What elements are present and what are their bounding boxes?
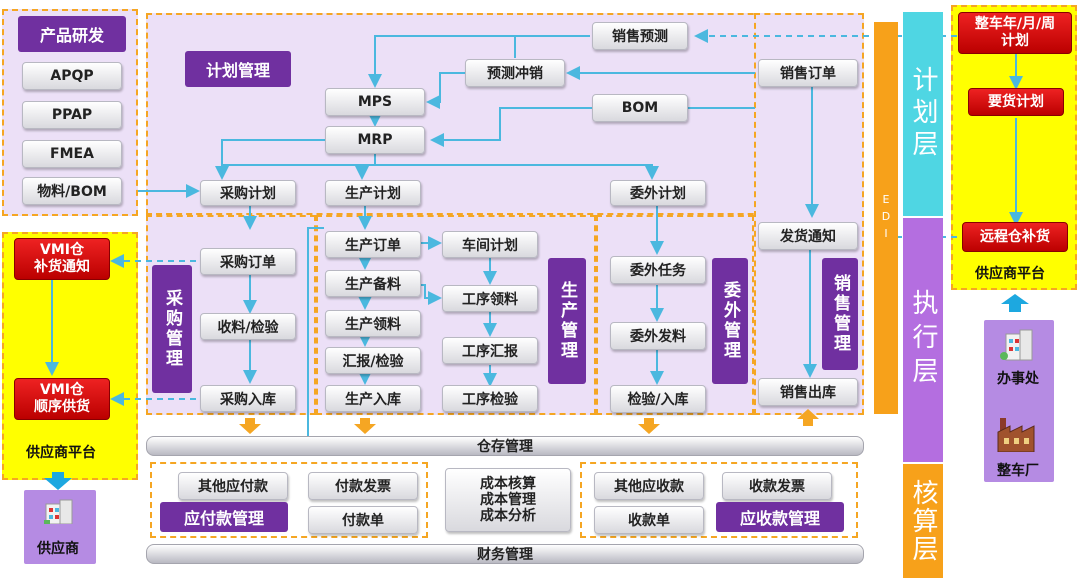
receivable-zone [580,462,858,538]
payment-invoice-box[interactable]: 付款发票 [308,472,418,500]
receipt-slip-box[interactable]: 收款单 [594,506,704,534]
outsourcing-label: 委外管理 [712,258,748,384]
outsourcing-label-text: 委外管理 [720,281,740,361]
vehicle-plan-box[interactable]: 整车年/月/周 计划 [958,12,1072,54]
payment-slip-box[interactable]: 付款单 [308,506,418,534]
vmi-sequence-box[interactable]: VMI仓 顺序供货 [14,378,110,420]
plan-layer-text: 计划层 [908,66,938,162]
purchase-inbound-box[interactable]: 采购入库 [200,385,296,412]
rnd-label: 产品研发 [18,16,126,52]
edi-label: EDI [879,192,893,244]
other-receivable-box[interactable]: 其他应收款 [594,472,704,500]
left-platform-label: 供应商平台 [26,445,96,461]
supplier-label: 供应商 [37,541,79,557]
remote-replenish-box[interactable]: 远程仓补货 [962,222,1068,252]
production-inbound-box[interactable]: 生产入库 [325,385,421,412]
apqp-box[interactable]: APQP [22,62,122,90]
forecast-offset-box[interactable]: 预测冲销 [465,59,565,87]
inspect-inbound-box[interactable]: 检验/入库 [610,385,706,413]
exec-layer: 执行层 [903,218,943,462]
sales-label-text: 销售管理 [830,274,850,354]
account-layer: 核算层 [903,464,943,578]
delivery-notice-box[interactable]: 发货通知 [758,222,858,250]
workshop-plan-box[interactable]: 车间计划 [442,231,538,258]
finance-bar[interactable]: 财务管理 [146,544,864,564]
receipt-invoice-box[interactable]: 收款发票 [722,472,832,500]
production-order-box[interactable]: 生产订单 [325,231,421,258]
planning-label: 计划管理 [185,51,291,87]
exec-layer-text: 执行层 [908,289,938,391]
report-inspect-box[interactable]: 汇报/检验 [325,347,421,374]
production-prepare-box[interactable]: 生产备料 [325,270,421,297]
purchase-order-box[interactable]: 采购订单 [200,248,296,275]
factory-label: 整车厂 [997,463,1039,479]
process-pick-box[interactable]: 工序领料 [442,285,538,312]
outsource-issue-box[interactable]: 委外发料 [610,322,706,350]
mps-box[interactable]: MPS [325,88,425,116]
mrp-box[interactable]: MRP [325,126,425,154]
supplier-building-icon [44,498,74,525]
purchasing-label: 采购管理 [152,265,192,393]
ppap-box[interactable]: PPAP [22,101,122,129]
payable-label: 应付款管理 [160,502,288,532]
receivable-label: 应收款管理 [716,502,844,532]
outsource-plan-box[interactable]: 委外计划 [610,180,706,206]
purchase-plan-box[interactable]: 采购计划 [200,180,296,206]
plan-layer: 计划层 [903,12,943,216]
vmi-replenish-box[interactable]: VMI仓 补货通知 [14,238,110,280]
edi-strip: EDI [874,22,898,414]
demand-plan-box[interactable]: 要货计划 [968,88,1064,116]
bom-box[interactable]: BOM [592,94,688,122]
production-pick-box[interactable]: 生产领料 [325,310,421,337]
office-building-icon [1000,328,1036,362]
other-payable-box[interactable]: 其他应付款 [178,472,288,500]
production-plan-box[interactable]: 生产计划 [325,180,421,206]
sales-outbound-box[interactable]: 销售出库 [758,378,858,406]
production-label-text: 生产管理 [557,281,577,361]
purchasing-label-text: 采购管理 [162,289,182,369]
cost-box[interactable]: 成本核算 成本管理 成本分析 [445,468,571,532]
warehouse-bar[interactable]: 仓存管理 [146,436,864,456]
outsource-task-box[interactable]: 委外任务 [610,256,706,284]
process-report-box[interactable]: 工序汇报 [442,337,538,364]
sales-order-box[interactable]: 销售订单 [758,59,858,87]
payable-zone [150,462,428,538]
process-inspect-box[interactable]: 工序检验 [442,385,538,412]
production-label: 生产管理 [548,258,586,384]
sales-forecast-box[interactable]: 销售预测 [592,22,688,50]
sales-label: 销售管理 [822,258,858,370]
office-label: 办事处 [997,371,1039,387]
right-platform-label: 供应商平台 [975,266,1045,282]
factory-icon [996,416,1036,453]
account-layer-text: 核算层 [908,479,938,563]
fmea-box[interactable]: FMEA [22,140,122,168]
receive-inspect-box[interactable]: 收料/检验 [200,313,296,340]
material-bom-box[interactable]: 物料/BOM [22,177,122,205]
